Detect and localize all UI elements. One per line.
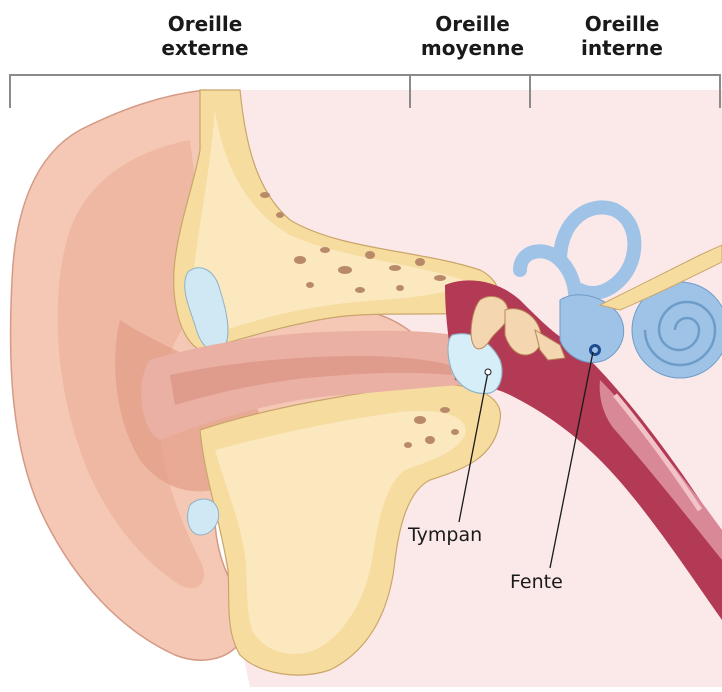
label-fente: Fente xyxy=(510,571,563,593)
tympan-callout-dot xyxy=(485,369,491,375)
region-title-inner-ear: Oreille interne xyxy=(552,12,692,60)
region-title-middle-ear: Oreille moyenne xyxy=(400,12,545,60)
label-tympan: Tympan xyxy=(408,524,482,546)
region-title-outer-ear: Oreille externe xyxy=(130,12,280,60)
